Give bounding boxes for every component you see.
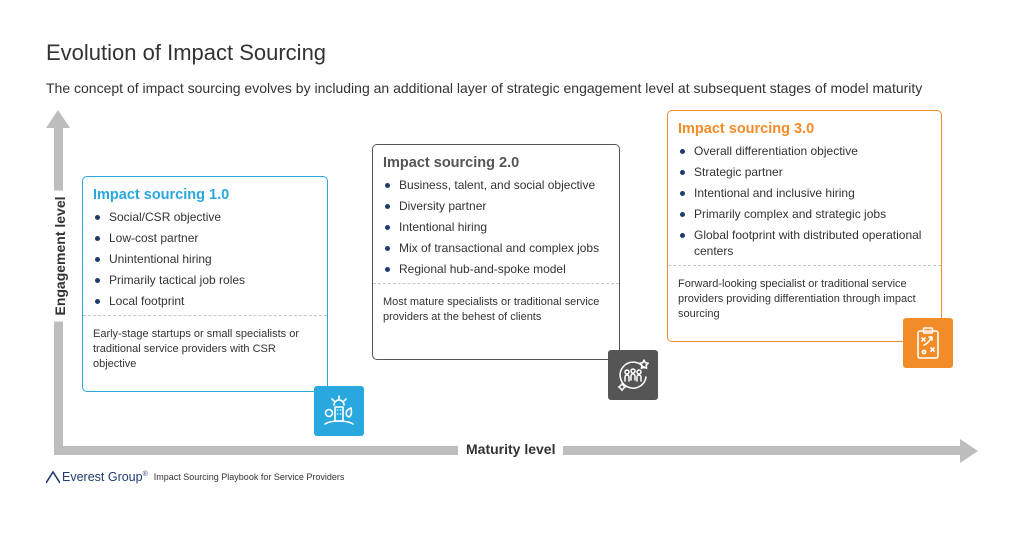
list-item: Business, talent, and social objective	[383, 177, 609, 193]
stage-list: Business, talent, and social objective D…	[383, 177, 609, 277]
page-subtitle: The concept of impact sourcing evolves b…	[46, 80, 923, 96]
stage-list: Overall differentiation objective Strate…	[678, 143, 931, 259]
stage-note: Early-stage startups or small specialist…	[93, 328, 300, 370]
list-item: Local footprint	[93, 293, 317, 309]
list-item: Mix of transactional and complex jobs	[383, 240, 609, 256]
divider	[373, 283, 619, 284]
strategy-clipboard-icon	[903, 318, 953, 368]
divider	[83, 315, 327, 316]
stage-note: Most mature specialists or traditional s…	[383, 296, 600, 323]
footer: Everest Group® Impact Sourcing Playbook …	[46, 468, 344, 484]
list-item: Overall differentiation objective	[678, 143, 931, 159]
list-item: Social/CSR objective	[93, 209, 317, 225]
stage-card-1: Impact sourcing 1.0 Social/CSR objective…	[82, 176, 328, 392]
stage-card-2: Impact sourcing 2.0 Business, talent, an…	[372, 144, 620, 360]
list-item: Unintentional hiring	[93, 251, 317, 267]
y-axis-arrowhead	[46, 110, 70, 128]
list-item: Primarily complex and strategic jobs	[678, 206, 931, 222]
source-text: Impact Sourcing Playbook for Service Pro…	[153, 472, 345, 483]
list-item: Intentional and inclusive hiring	[678, 185, 931, 201]
list-item: Primarily tactical job roles	[93, 272, 317, 288]
x-axis-arrowhead	[960, 439, 978, 463]
x-axis-label: Maturity level	[458, 441, 564, 457]
stage-title: Impact sourcing 3.0	[678, 121, 815, 137]
list-item: Global footprint with distributed operat…	[678, 227, 931, 259]
list-item: Regional hub-and-spoke model	[383, 261, 609, 277]
y-axis-label: Engagement level	[52, 190, 68, 322]
list-item: Intentional hiring	[383, 219, 609, 235]
team-network-icon	[608, 350, 658, 400]
page-title: Evolution of Impact Sourcing	[46, 40, 327, 65]
city-growth-icon	[314, 386, 364, 436]
stage-title: Impact sourcing 1.0	[93, 187, 230, 203]
stage-list: Social/CSR objective Low-cost partner Un…	[93, 209, 317, 309]
brand-name: Everest Group®	[62, 470, 148, 485]
divider	[668, 265, 941, 266]
stage-note: Forward-looking specialist or traditiona…	[678, 278, 916, 320]
list-item: Low-cost partner	[93, 230, 317, 246]
stage-card-3: Impact sourcing 3.0 Overall differentiat…	[667, 110, 942, 342]
everest-logo-icon	[46, 470, 60, 484]
stage-title: Impact sourcing 2.0	[383, 155, 520, 171]
list-item: Diversity partner	[383, 198, 609, 214]
list-item: Strategic partner	[678, 164, 931, 180]
